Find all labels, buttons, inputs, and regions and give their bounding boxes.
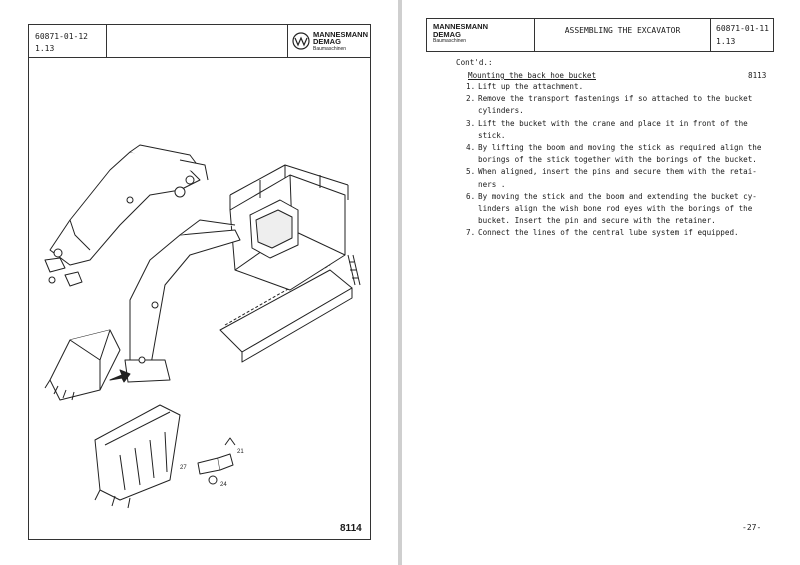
doc-code: 60871-01-11: [716, 24, 769, 33]
brand-block: MANNESMANN DEMAG Baumaschinen: [288, 25, 370, 57]
step-number: 1.: [466, 82, 476, 91]
list-item: 5. When aligned, insert the pins and sec…: [466, 166, 766, 190]
list-item: 6. By moving the stick and the boom and …: [466, 191, 766, 228]
step-number: 3.: [466, 118, 476, 128]
section-number: 8113: [748, 71, 767, 80]
page-divider: [398, 0, 402, 565]
stick-part: [124, 219, 241, 383]
arrow-icon: [109, 369, 131, 383]
brand-name-2: DEMAG: [313, 37, 341, 46]
mannesmann-logo-icon: [292, 32, 310, 50]
brand-block: MANNESMANN DEMAG Baumaschinen: [427, 19, 535, 51]
step-text: Lift the bucket with the crane and place…: [478, 118, 748, 128]
page-title: ASSEMBLING THE EXCAVATOR: [535, 19, 711, 51]
step-number: 5.: [466, 167, 476, 177]
step-text: linders align the wish bone rod eyes wit…: [478, 204, 753, 214]
steps-list: 1. Lift up the attachment. 2. Remove the…: [466, 81, 766, 240]
step-text: By lifting the boom and moving the stick…: [478, 143, 762, 153]
excavator-exploded-drawing: 27 21 24: [44, 144, 361, 509]
left-page-header: 60871-01-12 1.13 MANNESMANN DEMAG Baumas…: [28, 24, 371, 58]
step-text: Lift up the attachment.: [478, 82, 584, 91]
step-text: Connect the lines of the central lube sy…: [478, 228, 739, 238]
boom-part: [49, 144, 209, 266]
step-text: stick.: [478, 130, 506, 140]
list-item: 2. Remove the transport fastenings if so…: [466, 93, 766, 117]
step-text: When aligned, insert the pins and secure…: [478, 167, 757, 177]
callout-24: 24: [220, 482, 227, 488]
doc-revision: 1.13: [716, 37, 736, 46]
brand-name: MANNESMANN: [313, 29, 368, 39]
step-text: borings of the stick together with the b…: [478, 155, 757, 165]
right-page-header: MANNESMANN DEMAG Baumaschinen ASSEMBLING…: [426, 18, 774, 52]
step-number: 2.: [466, 94, 476, 104]
brand-name: MANNESMANN: [433, 22, 488, 31]
bucket-part: [44, 329, 121, 401]
brand-subtitle: Baumaschinen: [313, 45, 347, 52]
callout-27: 27: [180, 465, 187, 471]
continued-label: Cont'd.:: [456, 58, 493, 67]
list-item: 1. Lift up the attachment.: [466, 81, 766, 93]
step-number: 4.: [466, 143, 476, 153]
step-text: bucket. Insert the pin and secure with t…: [478, 216, 716, 226]
callout-21: 21: [237, 449, 244, 455]
doc-code-cell: 60871-01-11 1.13: [711, 19, 773, 51]
brand-subtitle: Baumaschinen: [433, 38, 467, 44]
step-text: Remove the transport fastenings if so at…: [478, 94, 753, 104]
pin-assembly: [197, 437, 236, 485]
list-item: 4. By lifting the boom and moving the st…: [466, 142, 766, 166]
figure-label: 8114: [340, 523, 362, 534]
right-page: MANNESMANN DEMAG Baumaschinen ASSEMBLING…: [402, 0, 800, 565]
page-number: -27-: [742, 523, 762, 532]
small-parts: [44, 257, 83, 287]
step-text: ners .: [478, 179, 506, 189]
doc-code-cell: 60871-01-12 1.13: [29, 25, 107, 57]
list-item: 3. Lift the bucket with the crane and pl…: [466, 118, 766, 142]
step-number: 6.: [466, 191, 476, 201]
left-page: 60871-01-12 1.13 MANNESMANN DEMAG Baumas…: [0, 0, 398, 565]
list-item: 7. Connect the lines of the central lube…: [466, 227, 766, 239]
header-blank-cell: [107, 25, 288, 57]
doc-revision: 1.13: [35, 44, 55, 53]
brand-name-2: DEMAG: [433, 29, 461, 39]
step-number: 7.: [466, 228, 476, 238]
step-text: cylinders.: [478, 106, 524, 116]
step-text: By moving the stick and the boom and ext…: [478, 191, 757, 201]
section-heading: Mounting the back hoe bucket: [468, 71, 597, 80]
excavator-body: [219, 164, 361, 363]
doc-code: 60871-01-12: [35, 32, 88, 41]
bucket-detail-part: [94, 404, 181, 509]
